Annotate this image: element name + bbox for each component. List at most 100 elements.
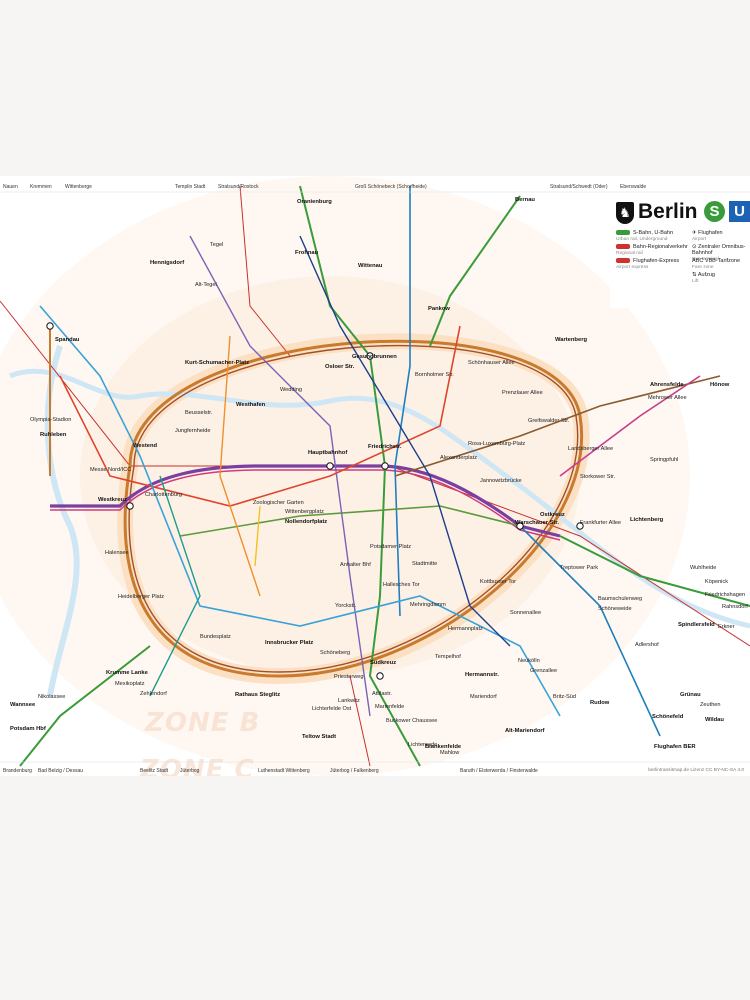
legend-item: ⇅ Aufzug Lift (692, 272, 715, 285)
edge-label: Groß Schönebeck (Schorfheide) (355, 184, 427, 190)
station-label: Wittenbergplatz (285, 509, 324, 515)
transit-map-poster: ZONE B ZONE C (0, 176, 750, 776)
legend-text: S-Bahn, U-Bahn (633, 230, 674, 236)
station-label: Baumschulenweg (598, 596, 642, 602)
station-label: Hauptbahnhof (308, 450, 347, 456)
station-label: Jungfernheide (175, 428, 210, 434)
edge-label: Bad Belzig / Dessau (38, 768, 83, 774)
station-label: Yorckstr. (335, 603, 357, 609)
station-label: Hallesches Tor (383, 582, 420, 588)
station-label: Ostkreuz (540, 512, 565, 518)
station-label: Anhalter Bhf (340, 562, 371, 568)
edge-label: Jüterbog (180, 768, 200, 774)
station-label: Nollendorfplatz (285, 519, 327, 525)
edge-label: Kremmen (30, 184, 52, 190)
legend-subtext: Fare zone (692, 265, 714, 271)
station-label: Köpenick (705, 579, 728, 585)
station-label: Schönhauser Allee (468, 360, 515, 366)
station-label: Adlershof (635, 642, 659, 648)
station-label: Springpfuhl (650, 457, 678, 463)
station-label: Schöneberg (320, 650, 350, 656)
station-label: Bundesplatz (200, 634, 231, 640)
zone-icon: ABC (692, 258, 705, 264)
edge-label: Stralsund/Schwedt (Oder) (550, 184, 608, 190)
station-label: Frankfurter Allee (580, 520, 621, 526)
station-label: Südkreuz (370, 660, 396, 666)
station-label: Wuhlheide (690, 565, 716, 571)
u7-line (39, 305, 561, 717)
s-bahn-ring (123, 339, 584, 678)
station-label: Prenzlauer Allee (502, 390, 543, 396)
legend-text: Flughafen (698, 230, 723, 236)
edge-label: Luthenstadt Wittenberg (258, 768, 310, 774)
legend-item: ✈ Flughafen Airport (692, 230, 723, 243)
station-label: Kottbusser Tor (480, 579, 516, 585)
station-label: Innsbrucker Platz (265, 640, 313, 646)
s-bahn-ring-inner (128, 344, 579, 673)
legend-text: Bahn-Regionalverkehr (633, 244, 688, 250)
zone-c-label: ZONE C (139, 755, 255, 776)
legend-item: ABC VBB-Tarifzone Fare zone (692, 258, 740, 271)
station-marker (576, 522, 584, 530)
station-markers (46, 322, 584, 680)
edge-label: Beelitz Stadt (140, 768, 169, 774)
station-label: Tegel (210, 242, 223, 248)
station-label: Hermannplatz (448, 626, 483, 632)
edge-label: Baruth / Elsterwerda / Finsterwalde (460, 768, 538, 774)
station-label: Kurt-Schumacher-Platz (185, 360, 249, 366)
station-label: Spandau (55, 337, 80, 343)
station-label: Mahlow (440, 750, 460, 756)
station-label: Beusselstr. (185, 410, 213, 416)
station-label: Messe Nord/ICC (90, 467, 131, 473)
lift-icon: ⇅ (692, 272, 698, 278)
bernau-line (429, 195, 521, 347)
station-label: Wildau (705, 717, 724, 723)
station-label: Lichtenberg (630, 517, 664, 523)
ns-sbahn-2 (394, 186, 411, 617)
legend-subtext: Lift (692, 279, 699, 285)
station-label: Rosa-Luxemburg-Platz (468, 441, 525, 447)
station-label: Stadtmitte (412, 561, 437, 567)
station-label: Lankwitz (338, 698, 360, 704)
station-label: Hermannstr. (465, 672, 499, 678)
edge-label: Wittenberge (65, 184, 92, 190)
station-label: Zoologischer Garten (253, 500, 304, 506)
station-label: Nikolassee (38, 694, 65, 700)
bus-icon: ⊙ (692, 244, 699, 250)
legend-item: S-Bahn, U-Bahn Urban rail, Underground (616, 230, 673, 243)
station-label: Neukölln (518, 658, 540, 664)
station-label: Lichterfelde Ost (312, 706, 352, 712)
map-title: Berlin (638, 200, 698, 223)
network-map: ZONE B ZONE C (0, 176, 750, 776)
station-label: Charlottenburg (145, 492, 182, 498)
u4-line (254, 505, 261, 567)
station-marker (366, 352, 374, 360)
station-label: Zehlendorf (140, 691, 167, 697)
legend-item: Flughafen-Express Airport express (616, 258, 679, 271)
legend-swatch (616, 230, 630, 236)
station-label: Alt-Mariendorf (505, 728, 545, 734)
legend-swatch (616, 244, 630, 250)
edge-label: Templin Stadt (175, 184, 206, 190)
edge-destinations-top: Nauen Kremmen Wittenberge Templin Stadt … (3, 184, 646, 190)
station-label: Hönow (710, 382, 730, 388)
station-marker (126, 502, 134, 510)
legend-subtext: Airport express (616, 265, 649, 271)
station-label: Storkower Str. (580, 474, 616, 480)
legend-subtext: Urban rail, Underground (616, 237, 668, 243)
u5-line (394, 375, 721, 477)
station-label: Grünau (680, 692, 701, 698)
station-marker (516, 522, 524, 530)
station-marker (381, 462, 389, 470)
station-label: Mariendorf (470, 694, 497, 700)
station-label: Landsberger Allee (568, 446, 613, 452)
station-label: Ruhleben (40, 432, 67, 438)
station-label: Alexanderplatz (440, 455, 477, 461)
station-label: Mexikoplatz (115, 681, 145, 687)
schoenefeld-line (519, 525, 661, 737)
ahrensfelde-line (559, 375, 701, 477)
u8-line (299, 235, 511, 647)
station-label: Westkreuz (98, 497, 127, 503)
station-label: Greifswalder Str. (528, 418, 570, 424)
legend-text: Zentraler Omnibus-Bahnhof (692, 244, 746, 257)
